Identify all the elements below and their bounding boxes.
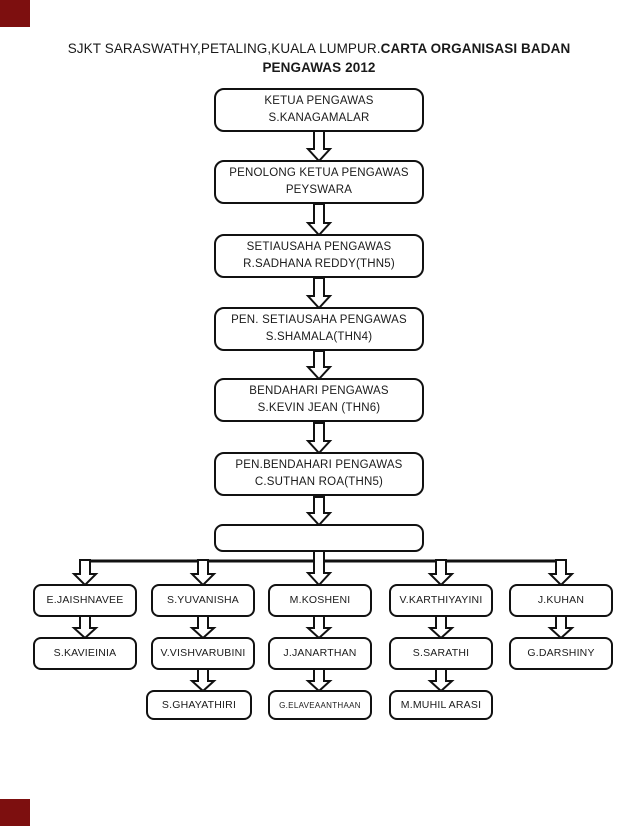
- flow-arrow-down: [305, 277, 333, 310]
- role-title: PENOLONG KETUA PENGAWAS: [229, 167, 409, 179]
- flow-arrow-down: [71, 559, 99, 587]
- org-node-member: J.JANARTHAN: [268, 637, 372, 670]
- person-name: S.KANAGAMALAR: [268, 112, 370, 124]
- role-title: PEN.BENDAHARI PENGAWAS: [235, 459, 403, 471]
- title-line-1: SJKT SARASWATHY,PETALING,KUALA LUMPUR.CA…: [0, 39, 638, 58]
- title-school: SJKT SARASWATHY,PETALING,KUALA LUMPUR.: [67, 41, 381, 56]
- flow-arrow-down: [427, 668, 455, 693]
- org-node-member: S.GHAYATHIRI: [146, 690, 252, 720]
- flow-arrow-down: [189, 615, 217, 640]
- flow-arrow-down: [189, 559, 217, 587]
- org-node-member: E.JAISHNAVEE: [33, 584, 137, 617]
- flow-arrow-down: [427, 615, 455, 640]
- role-title: KETUA PENGAWAS: [264, 95, 374, 107]
- page-corner-mark-bottom: [0, 799, 30, 826]
- flow-arrow-down: [427, 559, 455, 587]
- org-node-pen-bendahari: PEN.BENDAHARI PENGAWAS C.SUTHAN ROA(THN5…: [214, 452, 424, 496]
- flow-arrow-down: [547, 559, 575, 587]
- role-title: SETIAUSAHA PENGAWAS: [246, 241, 392, 253]
- org-node-ketua-pengawas: KETUA PENGAWAS S.KANAGAMALAR: [214, 88, 424, 132]
- org-node-member: M.KOSHENI: [268, 584, 372, 617]
- flow-arrow-down: [305, 422, 333, 455]
- role-title: PEN. SETIAUSAHA PENGAWAS: [231, 314, 407, 326]
- org-node-pen-setiausaha: PEN. SETIAUSAHA PENGAWAS S.SHAMALA(THN4): [214, 307, 424, 351]
- org-node-member: M.MUHIL ARASI: [389, 690, 493, 720]
- org-node-junction-empty: [214, 524, 424, 552]
- title-year: PENGAWAS 2012: [262, 60, 376, 75]
- flow-arrow-down: [305, 496, 333, 527]
- org-node-setiausaha: SETIAUSAHA PENGAWAS R.SADHANA REDDY(THN5…: [214, 234, 424, 278]
- flow-arrow-down: [305, 130, 333, 163]
- org-node-penolong-ketua: PENOLONG KETUA PENGAWAS PEYSWARA: [214, 160, 424, 204]
- flow-arrow-down: [305, 350, 333, 381]
- flow-arrow-down: [305, 668, 333, 693]
- person-name: S.SHAMALA(THN4): [265, 331, 373, 343]
- flow-arrow-down: [305, 615, 333, 640]
- org-node-member: G.DARSHINY: [509, 637, 613, 670]
- flow-arrow-down: [71, 615, 99, 640]
- org-node-member: G.ELAVEAANTHAAN: [268, 690, 372, 720]
- page-corner-mark-top: [0, 0, 30, 27]
- flow-arrow-down: [305, 203, 333, 237]
- title-line-2: PENGAWAS 2012: [0, 58, 638, 77]
- org-node-bendahari: BENDAHARI PENGAWAS S.KEVIN JEAN (THN6): [214, 378, 424, 422]
- person-name: S.KEVIN JEAN (THN6): [257, 402, 381, 414]
- person-name: R.SADHANA REDDY(THN5): [243, 258, 395, 270]
- person-name: PEYSWARA: [285, 184, 353, 196]
- flow-arrow-down: [305, 550, 333, 587]
- org-node-member: S.YUVANISHA: [151, 584, 255, 617]
- role-title: BENDAHARI PENGAWAS: [249, 385, 389, 397]
- person-name: C.SUTHAN ROA(THN5): [254, 476, 384, 488]
- org-node-member: V.VISHVARUBINI: [151, 637, 255, 670]
- org-node-member: S.KAVIEINIA: [33, 637, 137, 670]
- org-node-member: V.KARTHIYAYINI: [389, 584, 493, 617]
- org-node-member: S.SARATHI: [389, 637, 493, 670]
- flow-arrow-down: [547, 615, 575, 640]
- title-chart-name: CARTA ORGANISASI BADAN: [380, 41, 571, 56]
- flow-arrow-down: [189, 668, 217, 693]
- page-title: SJKT SARASWATHY,PETALING,KUALA LUMPUR.CA…: [0, 39, 638, 77]
- org-node-member: J.KUHAN: [509, 584, 613, 617]
